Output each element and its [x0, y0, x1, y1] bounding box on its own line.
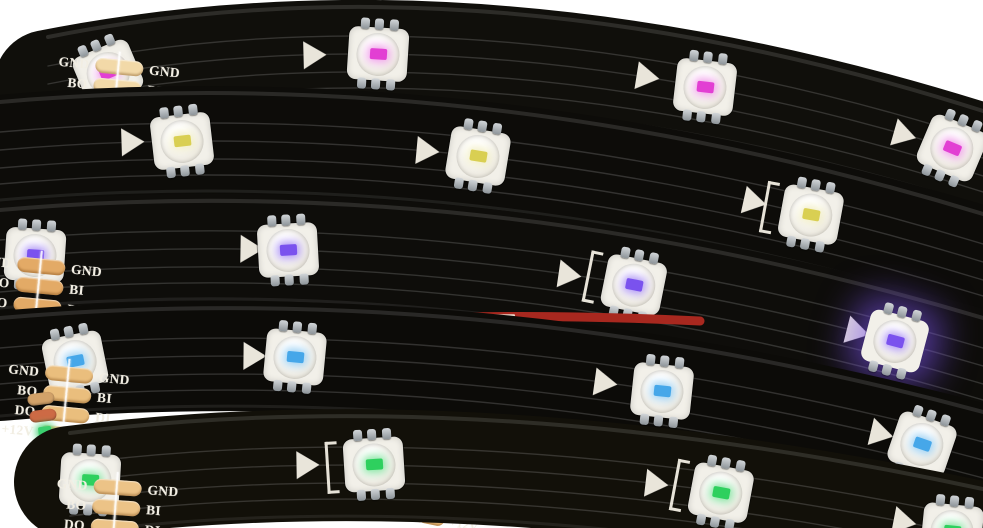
led-lens [695, 467, 746, 518]
led-assembly [919, 494, 983, 528]
led-leg [352, 429, 363, 442]
data-direction-arrow-icon [891, 506, 919, 528]
led-leg [385, 487, 396, 500]
pad-label-left: DO [63, 516, 86, 528]
data-direction-arrow-icon [296, 451, 320, 480]
led-leg [964, 497, 975, 509]
pad-label-right: GND [147, 482, 179, 500]
led-package [686, 453, 756, 528]
led-leg [709, 515, 721, 528]
led-leg [724, 518, 736, 528]
pad-label-right: BI [145, 501, 162, 518]
led-assembly [324, 427, 406, 502]
led-lens [928, 507, 976, 528]
led-lens [351, 441, 397, 488]
led-leg [935, 494, 946, 507]
led-package [919, 494, 983, 528]
led-legs [342, 427, 403, 442]
led-chip [365, 458, 383, 471]
pad-label-left: GND [56, 475, 89, 493]
pad-label-left: BO [65, 496, 87, 513]
data-direction-arrow-icon [643, 468, 671, 499]
led-leg [720, 456, 732, 469]
led-leg [381, 427, 392, 440]
led-leg [706, 453, 718, 467]
polarity-bracket-icon [324, 440, 340, 494]
led-leg [949, 495, 960, 508]
led-chip [711, 485, 731, 500]
pad-label-right: DI [144, 522, 193, 528]
led-leg [735, 459, 747, 472]
led-leg [695, 512, 707, 526]
led-leg [367, 428, 377, 441]
led-package [342, 427, 406, 502]
